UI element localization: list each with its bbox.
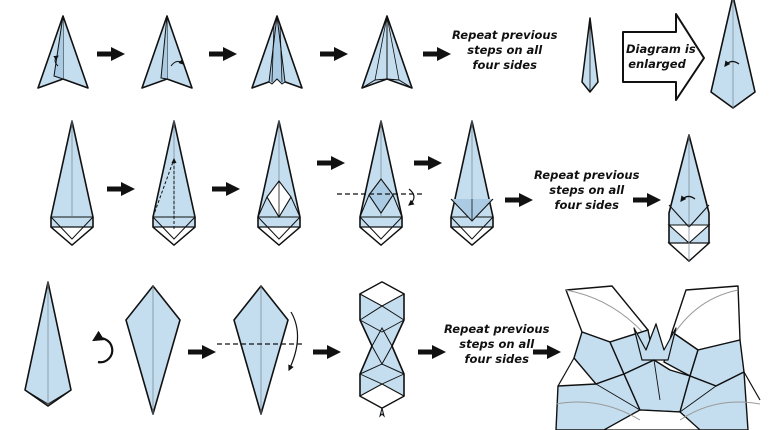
- step-1: [37, 15, 89, 89]
- right-arrow-icon: [188, 345, 216, 359]
- step-14: [125, 285, 181, 415]
- step-15: [217, 285, 305, 415]
- right-arrow-icon: [423, 47, 451, 61]
- right-arrow-icon: [505, 193, 533, 207]
- right-arrow-icon: [317, 156, 345, 170]
- right-arrow-icon: [97, 47, 125, 61]
- step-10: [337, 120, 425, 246]
- step-8: [152, 120, 196, 246]
- step-7: [50, 120, 94, 246]
- rotate-arrow-icon: [92, 330, 114, 364]
- finished-flower: [555, 285, 761, 430]
- right-arrow-icon: [212, 182, 240, 196]
- right-arrow-icon: [320, 47, 348, 61]
- step-9: [257, 120, 301, 246]
- step-16: [358, 281, 406, 418]
- step-11: [450, 120, 494, 246]
- step-13: [24, 281, 72, 407]
- right-arrow-icon: [107, 182, 135, 196]
- step-12: [667, 134, 711, 262]
- step-6: [710, 0, 756, 109]
- enlarged-callout: [622, 13, 705, 101]
- step-5: [581, 17, 599, 93]
- step-3: [251, 15, 303, 89]
- right-arrow-icon: [313, 345, 341, 359]
- right-arrow-icon: [418, 345, 446, 359]
- right-arrow-icon: [414, 156, 442, 170]
- step-4: [361, 15, 413, 89]
- step-2: [141, 15, 193, 89]
- right-arrow-icon: [209, 47, 237, 61]
